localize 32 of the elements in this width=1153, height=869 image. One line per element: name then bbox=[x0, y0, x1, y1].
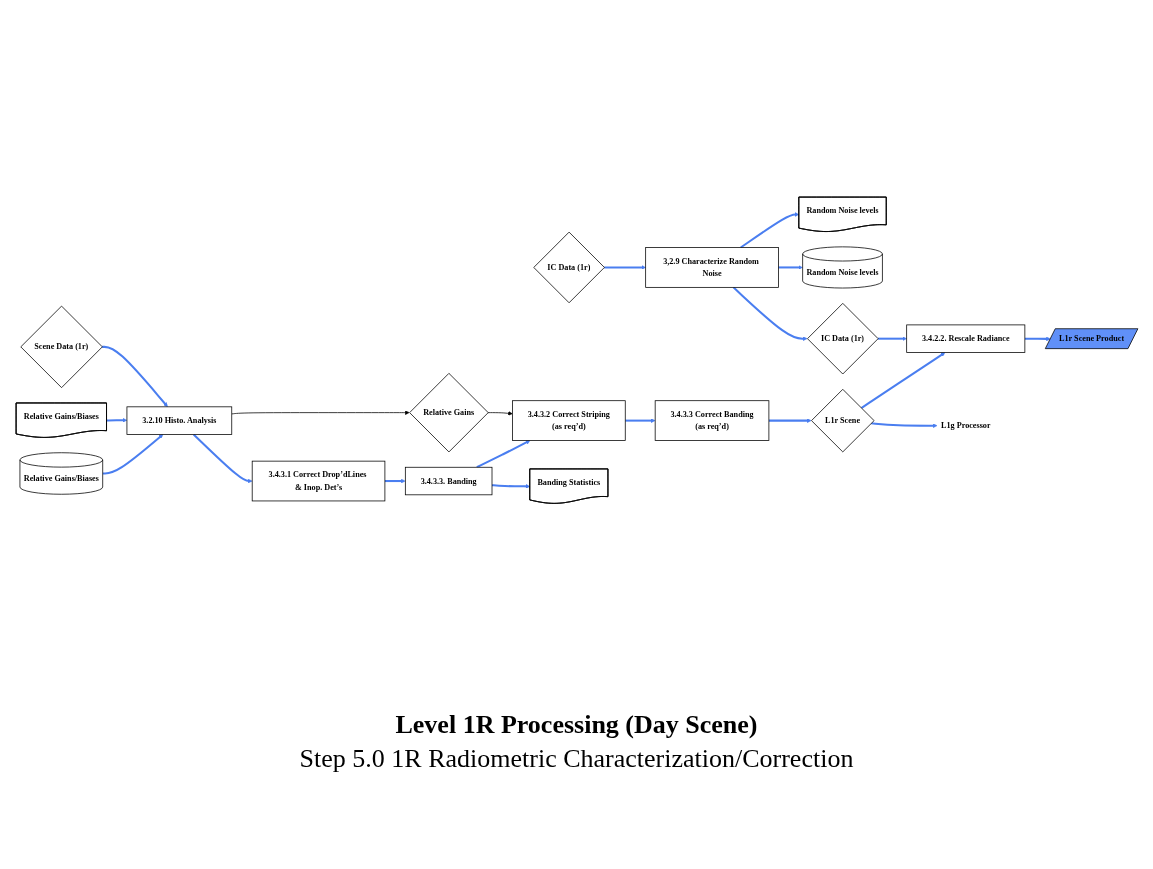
diagram-caption: Step 5.0 1R Radiometric Characterization/Correction bbox=[299, 744, 854, 774]
node-text: L1g Processor bbox=[940, 420, 991, 430]
node-box: 3.4.3.3. Banding bbox=[404, 466, 492, 495]
node-diamond: Relative Gains bbox=[408, 372, 489, 453]
arrow bbox=[106, 417, 127, 423]
arrow bbox=[732, 286, 807, 341]
node-box: 3.2.10 Histo. Analysis bbox=[126, 406, 232, 435]
arrow bbox=[860, 352, 945, 409]
arrow bbox=[768, 418, 811, 423]
arrow bbox=[1024, 336, 1051, 341]
arrow bbox=[491, 483, 530, 489]
arrow bbox=[102, 433, 163, 475]
node-box: 3.4.3.3 Correct Banding (as req’d) bbox=[654, 400, 769, 441]
node-box: 3.4.3.2 Correct Striping (as req’d) bbox=[511, 400, 626, 441]
arrow bbox=[877, 336, 907, 341]
arrow bbox=[870, 422, 937, 428]
node-diamond: IC Data (1r) bbox=[806, 302, 878, 375]
node-box: 3.4.3.1 Correct Drop’dLines & Inop. Det’s bbox=[251, 460, 385, 502]
node-diamond: L1r Scene bbox=[810, 388, 874, 453]
arrow bbox=[384, 478, 406, 484]
node-box: 3,2.9 Characterize Random Noise bbox=[644, 246, 779, 288]
node-diamond: IC Data (1r) bbox=[532, 231, 605, 303]
diagram-title: Level 1R Processing (Day Scene) bbox=[395, 710, 758, 740]
arrow bbox=[777, 264, 803, 270]
arrow bbox=[603, 264, 646, 270]
node-box: 3.4.2.2. Rescale Radiance bbox=[905, 324, 1025, 353]
arrow bbox=[624, 418, 655, 423]
arrow bbox=[101, 345, 168, 407]
arrow bbox=[475, 440, 530, 468]
arrow bbox=[192, 433, 252, 484]
node-diamond: Scene Data (1r) bbox=[19, 305, 103, 388]
arrow bbox=[739, 212, 799, 249]
